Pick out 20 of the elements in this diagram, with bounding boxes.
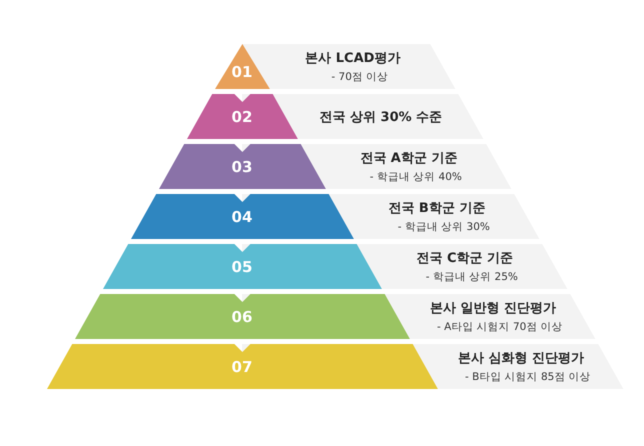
tier-number: 07 bbox=[232, 358, 252, 376]
tier-criteria: - B타입 시험지 85점 이상 bbox=[464, 370, 591, 384]
tier-number: 02 bbox=[232, 108, 252, 126]
tier-title: 본사 일반형 진단평가 bbox=[430, 300, 556, 317]
tier-criteria: - 학급내 상위 25% bbox=[424, 270, 518, 284]
tier-title: 전국 B학군 기준 bbox=[388, 200, 486, 217]
tier-number: 04 bbox=[232, 208, 252, 226]
tier-criteria: - 학급내 상위 40% bbox=[368, 170, 462, 184]
tier-title: 전국 A학군 기준 bbox=[360, 150, 458, 167]
tier-title: 전국 상위 30% 수준 bbox=[319, 108, 442, 126]
tier-number: 06 bbox=[232, 308, 252, 326]
tier-title: 전국 C학군 기준 bbox=[416, 250, 514, 267]
tier-criteria: - A타입 시험지 70점 이상 bbox=[436, 320, 563, 334]
tier-number: 01 bbox=[232, 62, 252, 81]
tier-criteria: - 70점 이상 bbox=[330, 70, 388, 84]
tier-criteria: - 학급내 상위 30% bbox=[396, 220, 490, 234]
tier-title: 본사 심화형 진단평가 bbox=[458, 350, 584, 367]
tier-number: 05 bbox=[232, 258, 252, 276]
tier-title: 본사 LCAD평가 bbox=[305, 50, 400, 67]
tier-number: 03 bbox=[232, 158, 252, 176]
